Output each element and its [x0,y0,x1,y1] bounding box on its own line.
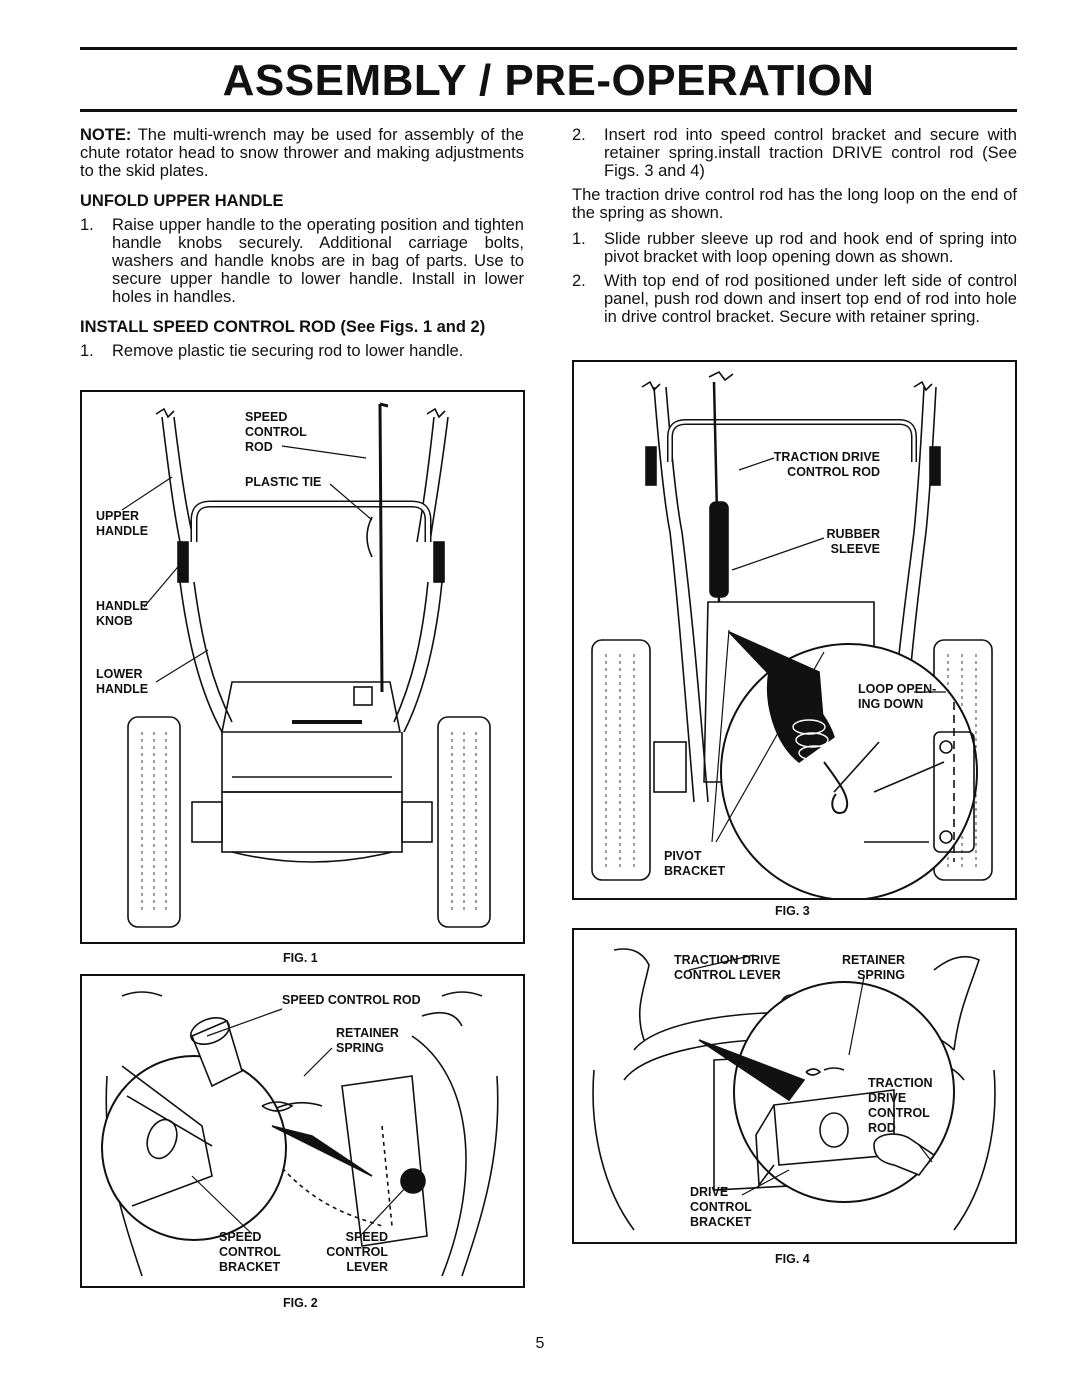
figure-1-drawing [121,402,491,928]
title-rule-top [80,47,1017,50]
step-text: With top end of rod positioned under lef… [604,272,1017,326]
figure-3-drawing [591,370,993,898]
fig1-label-handle-knob: HANDLE KNOB [96,599,149,628]
figure-4-drawing [592,948,996,1231]
figure-1-caption: FIG. 1 [283,951,318,965]
step-number: 2. [572,272,586,290]
fig1-label-upper-handle: UPPER HANDLE [96,509,149,538]
step-text: Slide rubber sleeve up rod and hook end … [604,230,1017,266]
figure-4: TRACTION DRIVE CONTROL LEVER RETAINER SP… [572,928,1017,1244]
figure-4-caption: FIG. 4 [775,1252,810,1266]
step-number: 1. [572,230,586,248]
figure-2-drawing [101,991,499,1277]
fig2-label-speed-control-lever: SPEED CONTROL LEVER [326,1230,388,1274]
unfold-step-1: 1. Raise upper handle to the operating p… [80,216,524,306]
step-number: 2. [572,126,586,144]
step-text: Insert rod into speed control bracket an… [604,126,1017,180]
step-text: Remove plastic tie securing rod to lower… [112,342,464,360]
install-heading: INSTALL SPEED CONTROL ROD (See Figs. 1 a… [80,318,486,336]
right-column: 2. Insert rod into speed control bracket… [572,126,1017,332]
note-paragraph: NOTE: The multi-wrench may be used for a… [80,126,524,180]
page-title: ASSEMBLY / PRE-OPERATION [222,56,875,105]
fig4-label-traction-drive-control-rod: TRACTION DRIVE CONTROL ROD [868,1076,933,1135]
figure-2: SPEED CONTROL ROD RETAINER SPRING SPEED … [80,974,525,1288]
step-number: 1. [80,342,94,360]
figure-2-caption: FIG. 2 [283,1296,318,1310]
fig3-label-rubber-sleeve: RUBBER SLEEVE [826,527,880,556]
note-text: The multi-wrench may be used for assembl… [80,126,524,180]
fig2-label-speed-control-bracket: SPEED CONTROL BRACKET [219,1230,281,1274]
step-number: 1. [80,216,94,234]
page-number: 5 [535,1335,545,1352]
install-step-1: 1. Remove plastic tie securing rod to lo… [80,342,524,360]
fig1-label-plastic-tie: PLASTIC TIE [245,475,322,489]
fig3-label-traction-drive-control-rod: TRACTION DRIVE CONTROL ROD [773,450,880,479]
right-step-2: 2. Insert rod into speed control bracket… [572,126,1017,180]
fig2-label-retainer-spring: RETAINER SPRING [336,1026,399,1055]
traction-step-2: 2. With top end of rod positioned under … [572,272,1017,326]
traction-paragraph: The traction drive control rod has the l… [572,186,1017,222]
fig1-label-lower-handle: LOWER HANDLE [96,667,149,696]
title-rule-bottom [80,109,1017,112]
fig2-label-speed-control-rod: SPEED CONTROL ROD [282,993,421,1007]
fig3-label-loop-opening-down: LOOP OPEN- ING DOWN [858,682,937,711]
fig4-label-drive-control-bracket: DRIVE CONTROL BRACKET [690,1185,752,1229]
fig4-label-traction-drive-control-lever: TRACTION DRIVE CONTROL LEVER [674,953,781,982]
note-label: NOTE: [80,126,132,144]
figure-3: TRACTION DRIVE CONTROL ROD RUBBER SLEEVE… [572,360,1017,900]
figure-3-caption: FIG. 3 [775,904,810,918]
unfold-heading: UNFOLD UPPER HANDLE [80,192,284,210]
figure-1: SPEED CONTROL ROD PLASTIC TIE UPPER HAND… [80,390,525,944]
fig3-label-pivot-bracket: PIVOT BRACKET [664,849,726,878]
fig4-label-retainer-spring: RETAINER SPRING [842,953,905,982]
left-column: NOTE: The multi-wrench may be used for a… [80,126,524,366]
fig1-label-speed-control-rod: SPEED CONTROL ROD [245,410,307,454]
traction-step-1: 1. Slide rubber sleeve up rod and hook e… [572,230,1017,266]
step-text: Raise upper handle to the operating posi… [112,216,524,306]
